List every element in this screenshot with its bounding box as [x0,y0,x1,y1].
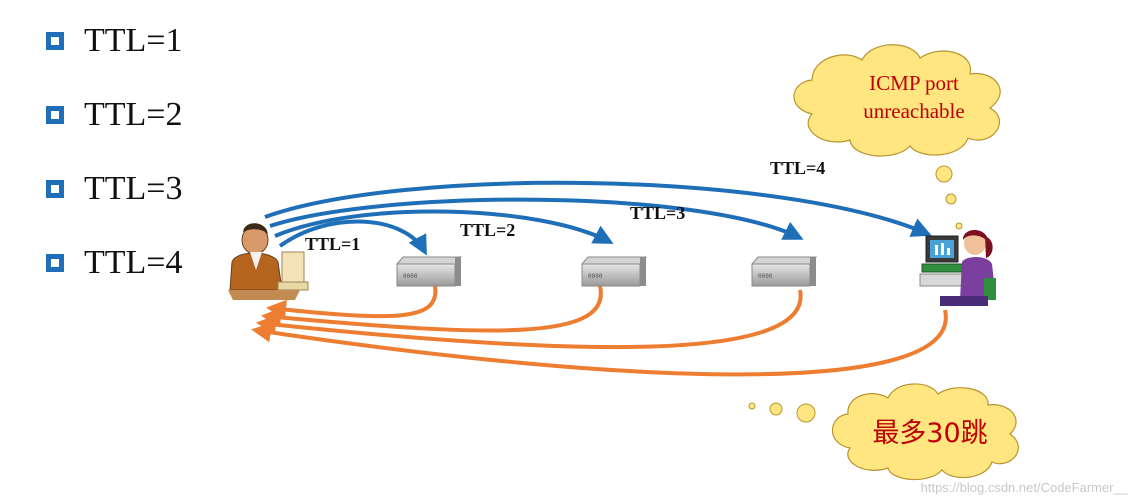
bullet-item-ttl-3: TTL=3 [46,170,182,208]
bullet-item-ttl-4: TTL=4 [46,244,182,282]
forward-arrows [264,180,932,256]
square-bullet-icon [46,180,64,198]
source-user-icon [228,223,309,300]
square-bullet-icon [46,32,64,50]
return-arrow-hop-1 [266,285,438,320]
watermark: https://blog.csdn.net/CodeFarmer__ [921,480,1129,495]
bullet-item-ttl-2: TTL=2 [46,96,182,134]
cloud-text-line-2: unreachable [863,99,964,123]
square-bullet-icon [46,254,64,272]
router-icon: 0000 [395,256,463,287]
bullet-label: TTL=1 [84,22,183,59]
forward-arrow-ttl-4 [264,180,932,237]
return-arrow-hop-2 [261,285,603,333]
bullet-label: TTL=2 [84,96,183,133]
arrow-label-ttl-2: TTL=2 [460,220,515,240]
cloud-text-max-hops: 最多30跳 [872,418,987,449]
svg-text:0000: 0000 [403,273,418,280]
forward-arrow-ttl-3 [269,197,804,240]
max-hops-cloud: 最多30跳 [832,383,1019,481]
destination-user-icon [919,229,996,306]
return-arrow-destination [251,309,948,377]
forward-arrow-ttl-2 [274,209,614,244]
cloud-text-line-1: ICMP port [869,71,959,95]
icmp-port-unreachable-cloud: ICMP port unreachable [793,44,1001,157]
bullet-label: TTL=3 [84,170,183,207]
forward-arrow-ttl-1 [278,219,427,256]
bullet-label: TTL=4 [84,244,183,281]
router-icon: 0000 [750,256,818,287]
arrow-label-ttl-1: TTL=1 [305,234,360,254]
bullet-item-ttl-1: TTL=1 [46,22,182,60]
return-arrow-hop-3 [256,289,803,350]
arrow-label-ttl-3: TTL=3 [630,203,685,223]
svg-text:0000: 0000 [758,273,773,280]
square-bullet-icon [46,106,64,124]
return-arrows [251,285,948,377]
svg-text:0000: 0000 [588,273,603,280]
router-icon: 0000 [580,256,648,287]
arrow-label-ttl-4: TTL=4 [770,158,825,178]
